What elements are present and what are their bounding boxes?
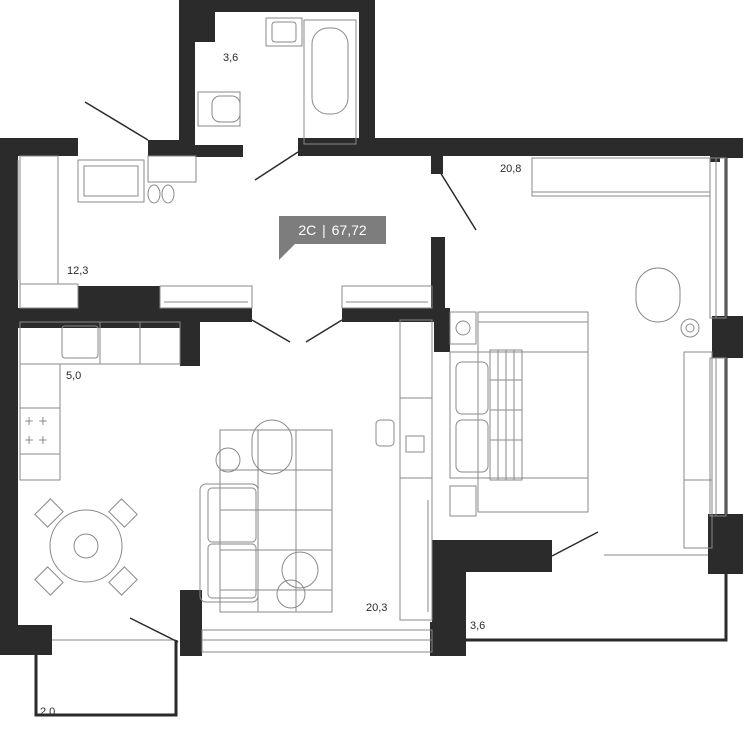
apartment-type: 2С (298, 222, 317, 238)
svg-text:+ +: + + (24, 433, 48, 447)
doors (84, 101, 599, 643)
room-area-balcony: 2,0 (40, 706, 56, 718)
badge-separator: | (322, 222, 326, 238)
room-area-bedroom: 20,8 (500, 163, 522, 175)
furniture (19, 17, 713, 621)
badge-pointer (279, 244, 295, 260)
apartment-type-badge: 2С | 67,72 (279, 216, 386, 244)
room-area-hallway: 12,3 (67, 265, 89, 277)
walls (0, 0, 743, 656)
room-area-living: 20,3 (366, 602, 388, 614)
room-area-loggia: 3,6 (470, 620, 486, 632)
stove-icon: + + + + (24, 414, 48, 447)
total-area: 67,72 (331, 222, 367, 238)
room-area-bathroom: 3,6 (223, 52, 239, 64)
svg-text:+ +: + + (24, 414, 48, 428)
room-area-kitchen: 5,0 (66, 370, 82, 382)
windows (17, 157, 727, 653)
